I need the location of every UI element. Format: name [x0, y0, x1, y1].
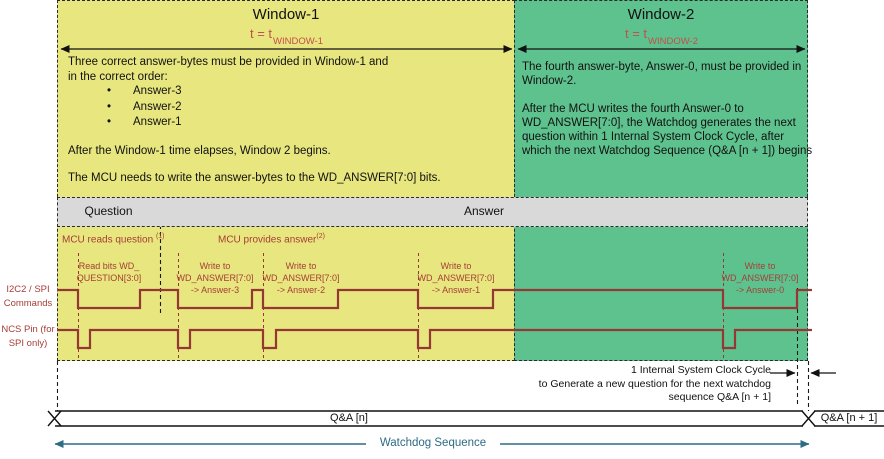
wave-pulse-label-line: -> Answer-1 [431, 285, 481, 295]
wave-pulse-label-line: Write to [285, 261, 317, 271]
wave-pulse-label: Write to WD_ANSWER[7:0] -> Answer-2 [236, 260, 366, 296]
bullet-icon: • [107, 85, 112, 97]
footnote-1-marker: (1) [155, 233, 165, 240]
watchdog-sequence-label: Watchdog Sequence [379, 437, 487, 449]
window1-para2: After the Window-1 time elapses, Window … [68, 144, 331, 157]
mcu-reads-text: MCU reads question [62, 234, 156, 246]
wave-pulse-label: Write to WD_ANSWER[7:0] -> Answer-3 [150, 260, 280, 296]
wave-pulse-label-line: WD_ANSWER[7:0] [721, 273, 799, 283]
bullet-icon: • [107, 116, 112, 128]
mcu-provides-note: MCU provides answer(2) [218, 233, 325, 245]
wave-pulse-label-line: WD_ANSWER[7:0] [417, 273, 495, 283]
window1-time-label: t = tWINDOW-1 [57, 26, 515, 47]
clock-cycle-note: 1 Internal System Clock Cycle to Generat… [539, 364, 771, 405]
bullet-label: Answer-1 [133, 116, 182, 128]
question-answer-band [57, 197, 808, 227]
bullet-label: Answer-2 [133, 100, 182, 113]
wave-pulse-label-line: -> Answer-0 [735, 285, 785, 295]
window2-time-label: t = tWINDOW-2 [514, 26, 808, 47]
mcu-provides-text: MCU provides answer [218, 234, 317, 246]
clock-note-line3: sequence Q&A [n + 1] [668, 391, 771, 403]
window1-bullet-answer3: • Answer-3 [68, 84, 520, 100]
window2-title: Window-2 [627, 6, 695, 23]
window2-para2: After the MCU writes the fourth Answer-0… [522, 103, 813, 157]
footnote-2-marker: (2) [316, 233, 325, 240]
window2-time-subscript: WINDOW-2 [648, 35, 698, 47]
wave-pulse-label-line: WD_ANSWER[7:0] [176, 273, 254, 283]
window1-region [57, 0, 515, 361]
answer-phase-label: Answer [463, 204, 504, 218]
window1-intro-line2: in the correct order: [68, 70, 168, 83]
ncs-waveform [57, 328, 812, 350]
qa-n-label: Q&A [n] [330, 412, 368, 424]
window1-bullet-answer1: • Answer-1 [68, 115, 520, 131]
wave-pulse-label-line: -> Answer-3 [190, 285, 240, 295]
mcu-reads-note: MCU reads question (1) [62, 233, 165, 245]
wave-pulse-label: Write to WD_ANSWER[7:0] -> Answer-0 [695, 260, 825, 296]
window1-para3: The MCU needs to write the answer-bytes … [68, 172, 441, 184]
question-phase-label: Question [84, 204, 133, 218]
window1-time-prefix: t = t [249, 26, 273, 41]
window1-title: Window-1 [252, 6, 320, 23]
wave-pulse-label-line: -> Answer-2 [276, 285, 326, 295]
window1-bullet-answer2: • Answer-2 [68, 100, 520, 116]
window2-description: The fourth answer-byte, Answer-0, must b… [522, 60, 814, 158]
signal-label-ncs: NCS Pin (for SPI only) [1, 324, 55, 349]
qa-n-plus-1-label: Q&A [n + 1] [820, 412, 878, 424]
clock-note-line2: to Generate a new question for the next … [538, 377, 771, 390]
waveforms [57, 253, 812, 361]
window1-time-subscript: WINDOW-1 [273, 35, 323, 47]
wave-pulse-label-line: Read bits WD_ [78, 261, 140, 271]
commands-waveform [57, 288, 812, 310]
bullet-icon: • [107, 100, 112, 113]
window1-intro-line1: Three correct answer-bytes must be provi… [68, 56, 389, 68]
wave-pulse-label-line: QUESTION[3:0] [76, 273, 142, 283]
wave-pulse-label: Read bits WD_ QUESTION[3:0] [44, 260, 174, 284]
bullet-label: Answer-3 [133, 85, 182, 97]
wave-pulse-label-line: WD_ANSWER[7:0] [262, 273, 340, 283]
clock-note-line1: 1 Internal System Clock Cycle [630, 364, 771, 376]
wave-pulse-label-line: Write to [744, 261, 776, 271]
wave-pulse-label-line: Write to [199, 261, 231, 271]
window2-region [514, 0, 808, 361]
sequence-bus-bar [47, 410, 884, 427]
window2-para1: The fourth answer-byte, Answer-0, must b… [522, 61, 802, 87]
signal-label-commands: I2C2 / SPI Commands [3, 284, 53, 309]
window2-time-prefix: t = t [624, 26, 648, 41]
wave-pulse-label: Write to WD_ANSWER[7:0] -> Answer-1 [391, 260, 521, 296]
window1-description: Three correct answer-bytes must be provi… [68, 55, 520, 186]
wave-pulse-label-line: Write to [440, 261, 472, 271]
